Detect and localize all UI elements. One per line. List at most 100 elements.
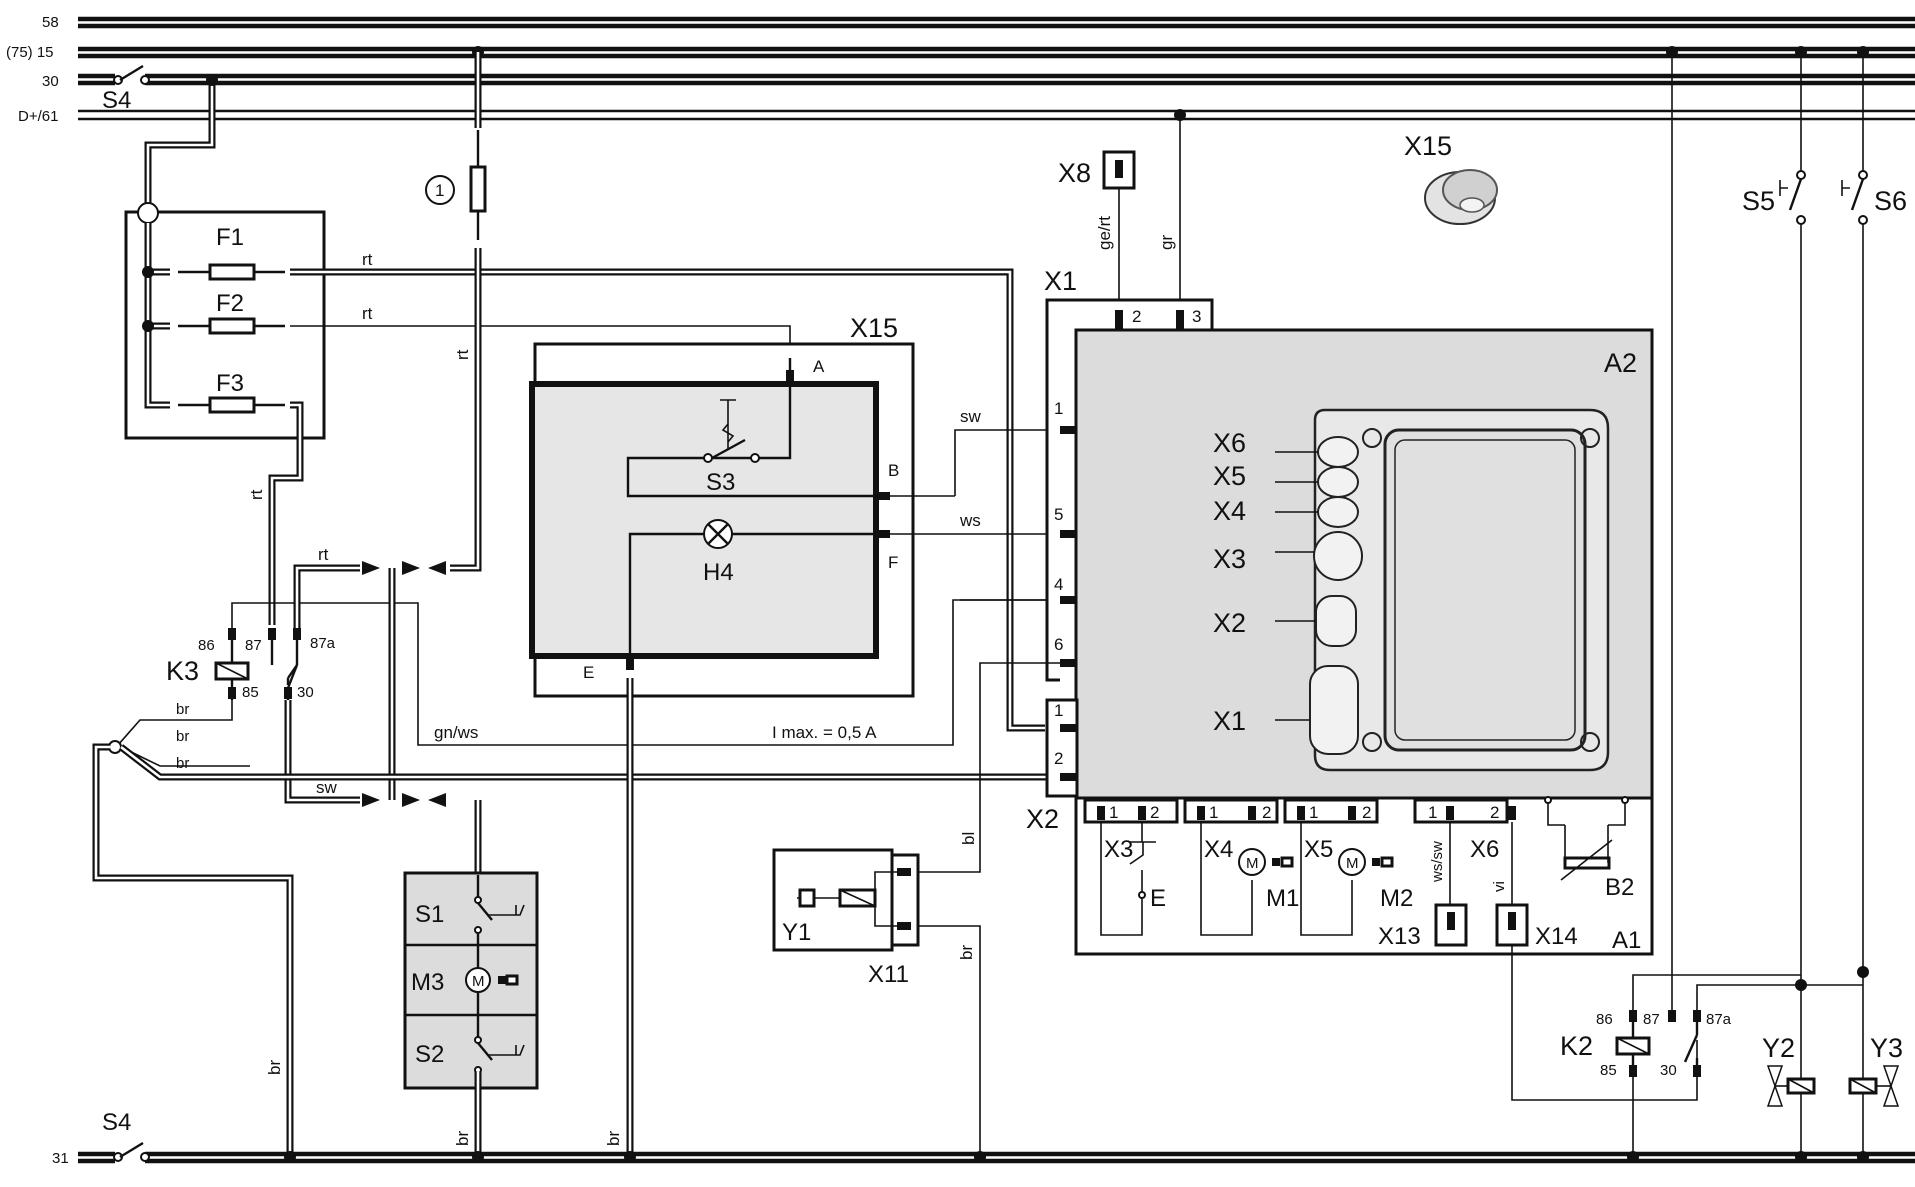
fuse-f3 (178, 396, 285, 414)
a1-x6-pin-1: 1 (1428, 803, 1437, 822)
current-note: I max. = 0,5 A (772, 723, 877, 742)
bus-label-d61: D+/61 (18, 108, 58, 125)
label-y2: Y2 (1762, 1033, 1795, 1063)
label-m2: M2 (1380, 885, 1413, 912)
wire-color-gert: ge/rt (1095, 216, 1114, 250)
switch-s3 (703, 399, 760, 463)
wire-color-ws: ws (959, 511, 981, 530)
a1-x5-pin-1: 1 (1309, 803, 1318, 822)
ecu-label-x5: X5 (1213, 461, 1246, 491)
ecu-label-x6: X6 (1213, 428, 1246, 458)
label-k2: K2 (1560, 1031, 1593, 1061)
fuse-f2 (178, 317, 285, 335)
x1-pin-6: 6 (1054, 635, 1063, 654)
label-x15-box: X15 (850, 313, 898, 343)
label-a1-x6: X6 (1470, 836, 1499, 863)
a1-x5-pin-2: 2 (1362, 803, 1371, 822)
label-m3: M3 (411, 969, 444, 996)
section-a1 (1074, 796, 1654, 956)
wire-color-br-1: br (176, 701, 189, 718)
wire-color-br-2: br (176, 728, 189, 745)
x15-inner-box (529, 381, 879, 659)
bus-label-15: (75) 15 (6, 44, 54, 61)
m3-motor-letter: M (472, 973, 485, 990)
wire-color-wssw: ws/sw (1429, 841, 1446, 883)
k2-pin-85: 85 (1600, 1062, 1617, 1079)
fuse-f1 (178, 263, 285, 281)
x1-pin-4: 4 (1054, 575, 1063, 594)
k2-pin-86: 86 (1596, 1011, 1613, 1028)
ecu-label-x4: X4 (1213, 496, 1246, 526)
label-x11: X11 (868, 961, 909, 988)
k3-pin-87: 87 (245, 637, 262, 654)
wire-color-gnws: gn/ws (434, 723, 478, 742)
wire-color-br-e: br (604, 1131, 623, 1146)
wire-color-br-ground: br (265, 1060, 284, 1075)
x1-pin-5: 5 (1054, 505, 1063, 524)
a1-x4-pin-2: 2 (1262, 803, 1271, 822)
ecu-board-illustration (1309, 408, 1610, 772)
m2-motor-letter: M (1346, 855, 1359, 872)
label-a1-x4: X4 (1204, 836, 1233, 863)
k3-pin-85: 85 (242, 684, 259, 701)
label-x2: X2 (1026, 804, 1059, 834)
label-f1: F1 (216, 224, 244, 251)
m1-motor-letter: M (1246, 855, 1259, 872)
k2-pin-87: 87 (1643, 1011, 1660, 1028)
bus-label-31: 31 (52, 1150, 69, 1167)
wire-color-k3-rt: rt (318, 545, 329, 564)
k3-pin-86: 86 (198, 637, 215, 654)
label-a1: A1 (1612, 927, 1641, 954)
wire-color-br-3: br (176, 755, 189, 772)
relay-k2 (1615, 1010, 1701, 1077)
label-s4-bottom: S4 (102, 1109, 131, 1136)
label-y3: Y3 (1870, 1033, 1903, 1063)
ecu-label-x3: X3 (1213, 544, 1246, 574)
wire-color-br-actuator: br (453, 1131, 472, 1146)
label-f3: F3 (216, 370, 244, 397)
label-s2: S2 (415, 1041, 444, 1068)
lamp-h4 (628, 519, 890, 670)
switch-s4-top (113, 64, 150, 85)
a1-x4-pin-1: 1 (1209, 803, 1218, 822)
wire-color-sw-b: sw (960, 407, 982, 426)
label-f2: F2 (216, 290, 244, 317)
x2-pin-2: 2 (1054, 749, 1063, 768)
k3-pin-30: 30 (297, 684, 314, 701)
k2-pin-30: 30 (1660, 1062, 1677, 1079)
label-x15-icon: X15 (1404, 131, 1452, 161)
valve-y3 (1848, 1065, 1900, 1107)
x15-pin-e: E (583, 663, 594, 682)
label-a1-e: E (1150, 885, 1166, 912)
x2-pin-1: 1 (1054, 701, 1063, 720)
label-x1: X1 (1044, 266, 1077, 296)
label-y1: Y1 (782, 919, 811, 946)
label-s3: S3 (706, 469, 735, 496)
label-x8: X8 (1058, 158, 1091, 188)
x15-pin-f: F (888, 553, 898, 572)
switch-s5 (1779, 170, 1806, 225)
ecu-label-x2: X2 (1213, 608, 1246, 638)
wire-color-f1: rt (362, 250, 373, 269)
label-a1-x5: X5 (1304, 836, 1333, 863)
label-s5: S5 (1742, 186, 1775, 216)
switch-s4-bottom (113, 1141, 150, 1162)
x15-pin-b: B (888, 461, 899, 480)
valve-y2 (1766, 1065, 1816, 1107)
relay-k3 (214, 628, 301, 700)
wire-color-f2: rt (362, 304, 373, 323)
label-m1: M1 (1266, 885, 1299, 912)
a1-x3-pin-2: 2 (1150, 803, 1159, 822)
k3-pin-87a: 87a (310, 635, 336, 652)
bus-label-30: 30 (42, 73, 59, 90)
a1-x6-pin-2: 2 (1490, 803, 1499, 822)
k2-pin-87a: 87a (1706, 1011, 1732, 1028)
x1-pin-2: 2 (1132, 307, 1141, 326)
callout-1: 1 (435, 181, 444, 200)
label-x13: X13 (1378, 923, 1421, 950)
wire-color-sw-k3: sw (316, 778, 338, 797)
bus-label-58: 58 (42, 14, 59, 31)
wire-color-fuse1: rt (453, 349, 472, 360)
actuator-internal (465, 875, 525, 1074)
